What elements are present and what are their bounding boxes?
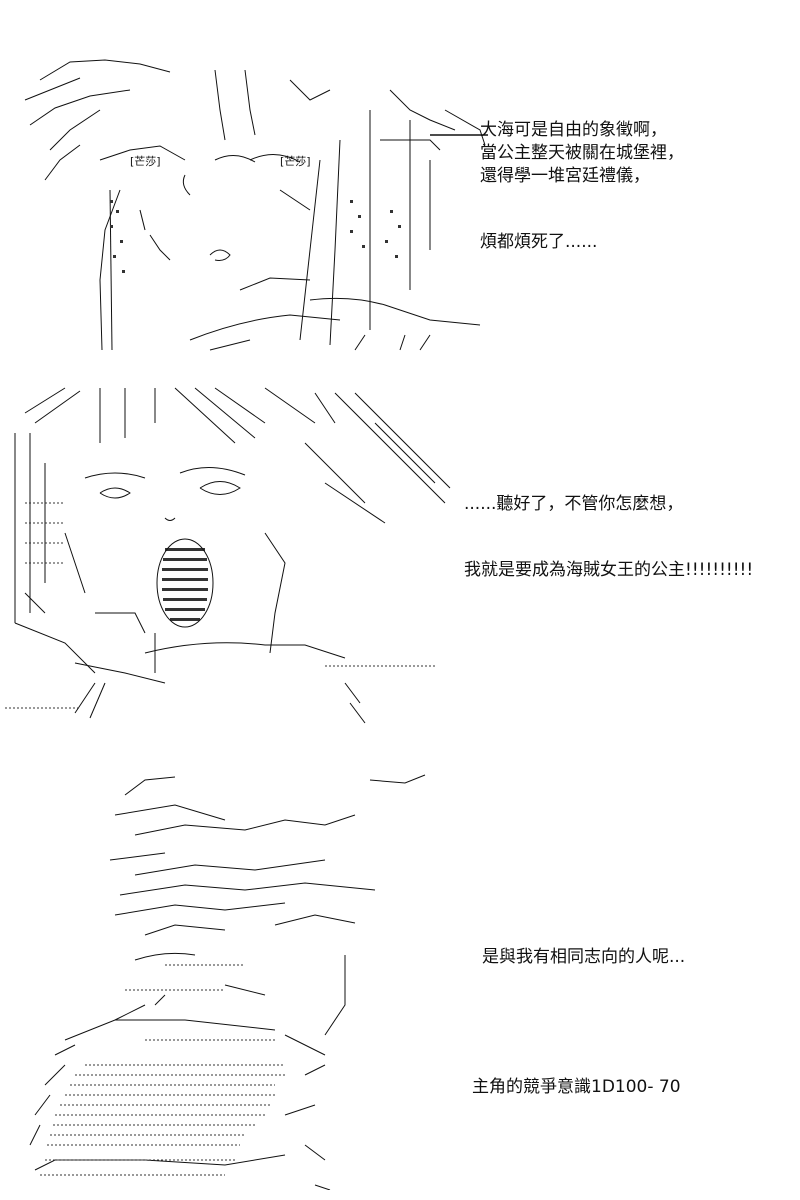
panel-castle-princess: [芒莎] [芒莎] 大海可是自由的象徵啊， 當公主整天被關在城堡裡， 還得學一堆…: [0, 40, 800, 370]
ascii-art-shouting-girl: [5, 383, 460, 743]
dialogue-line-2: 當公主整天被關在城堡裡，: [480, 143, 684, 163]
art-label-right: [芒莎]: [280, 154, 311, 168]
art-label-left: [芒莎]: [130, 154, 161, 168]
dialogue-line-2: 我就是要成為海賊女王的公主!!!!!!!!!!: [464, 560, 754, 580]
dialogue-line-4: 煩都煩死了......: [480, 232, 598, 252]
panel-boy-reaction: 是與我有相同志向的人呢... 主角的競爭意識1D100- 70: [0, 765, 800, 1195]
ascii-art-boy: [25, 765, 445, 1190]
dialogue-line-1: 大海可是自由的象徵啊，: [480, 120, 667, 140]
dialogue-line-3: 還得學一堆宮廷禮儀，: [480, 166, 650, 186]
panel-shouting-girl: ......聽好了，不管你怎麼想， 我就是要成為海賊女王的公主!!!!!!!!!…: [0, 378, 800, 748]
dialogue-line-2: 主角的競爭意識1D100- 70: [472, 1077, 681, 1097]
dialogue-line-1: 是與我有相同志向的人呢...: [482, 947, 686, 967]
ascii-art-princess-castle: [芒莎] [芒莎]: [10, 50, 490, 355]
dialogue-line-1: ......聽好了，不管你怎麼想，: [464, 494, 684, 514]
